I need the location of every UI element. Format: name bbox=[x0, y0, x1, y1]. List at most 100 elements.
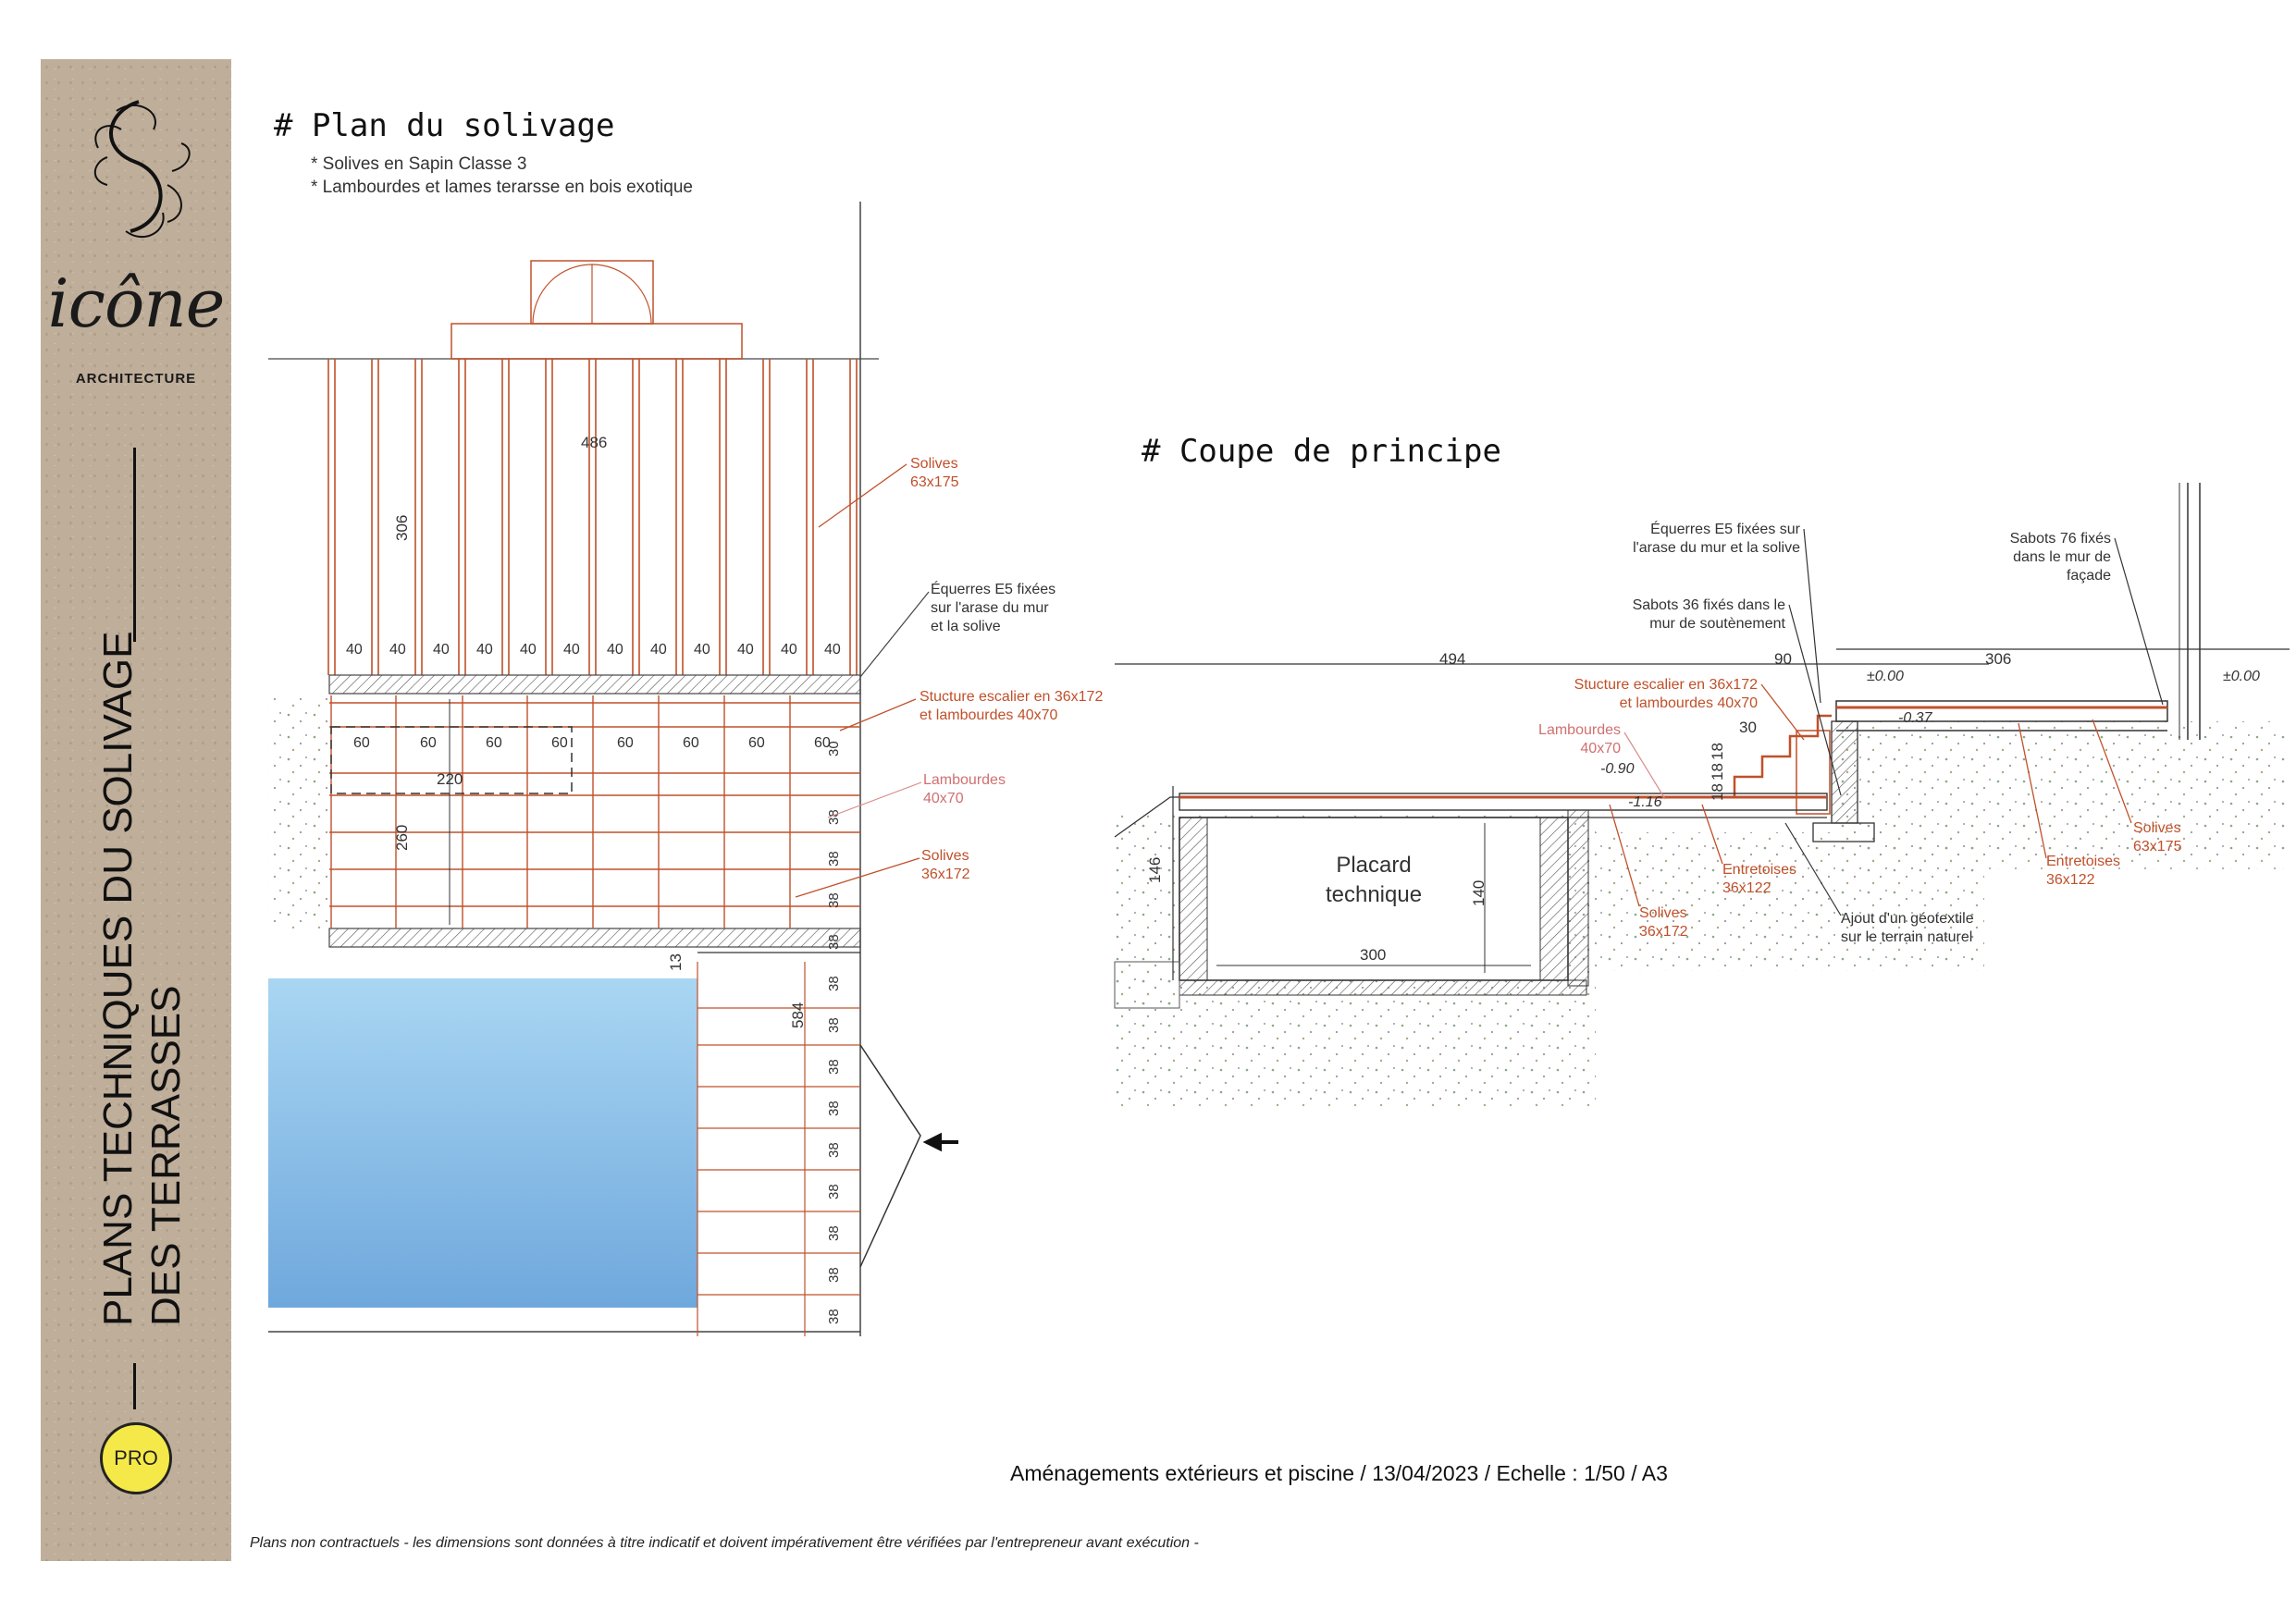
coupe-dim-306: 306 bbox=[1985, 650, 2011, 668]
coupe-label-solives-1: Solives bbox=[1639, 905, 1687, 921]
coupe-label-sabots36-1: Sabots 36 fixés dans le bbox=[1633, 597, 1786, 613]
sidebar: icône ARCHITECTURE PLANS TECHNIQUES DU S… bbox=[41, 59, 231, 1561]
dims-40-row: 40 40 40 40 40 40 40 40 40 40 40 40 bbox=[346, 642, 841, 658]
dim-40: 40 bbox=[781, 642, 797, 658]
dim-40: 40 bbox=[607, 642, 623, 658]
coupe-label-solives-r1: Solives bbox=[2133, 820, 2181, 836]
footer-caption: Aménagements extérieurs et piscine / 13/… bbox=[1010, 1461, 1668, 1485]
dim-486: 486 bbox=[581, 434, 607, 451]
coupe-title: # Coupe de principe bbox=[1142, 433, 1501, 470]
coupe-dim-18b: 18 bbox=[1709, 763, 1726, 781]
dim-60: 60 bbox=[486, 735, 502, 751]
placard-label-1: Placard bbox=[1336, 853, 1411, 878]
plan-label-solives-mid-1: Solives bbox=[921, 848, 969, 864]
plan-label-solives-mid-2: 36x172 bbox=[921, 867, 970, 882]
coupe-label-sabots76-1: Sabots 76 fixés bbox=[2010, 531, 2111, 547]
hand-drawn-hands-logo-icon bbox=[93, 100, 191, 238]
plan-label-solives-top-2: 63x175 bbox=[910, 474, 959, 490]
coupe-label-solives-2: 36x172 bbox=[1639, 924, 1688, 940]
plan-note-1: * Solives en Sapin Classe 3 bbox=[311, 154, 527, 174]
plan-label-stucture-2: et lambourdes 40x70 bbox=[920, 707, 1058, 723]
dims-60-row: 60 60 60 60 60 60 60 60 bbox=[353, 735, 831, 751]
divider-line bbox=[133, 448, 136, 642]
dim-38: 38 bbox=[826, 1225, 842, 1241]
dim-60: 60 bbox=[683, 735, 699, 751]
dim-40: 40 bbox=[346, 642, 363, 658]
coupe-label-lambourdes-2: 40x70 bbox=[1580, 741, 1621, 756]
coupe-dim-90: 90 bbox=[1774, 650, 1792, 668]
coupe-dim-18: 18 bbox=[1709, 783, 1726, 801]
coupe-label-geotextile-2: sur le terrain naturel bbox=[1841, 929, 1972, 945]
disclaimer: Plans non contractuels - les dimensions … bbox=[250, 1535, 1199, 1551]
dim-40: 40 bbox=[520, 642, 537, 658]
dim-60: 60 bbox=[617, 735, 634, 751]
upper-joists bbox=[327, 359, 858, 675]
dim-60: 60 bbox=[551, 735, 568, 751]
coupe-label-sabots36-2: mur de soutènement bbox=[1649, 616, 1785, 632]
coupe-dim-18c: 18 bbox=[1709, 743, 1726, 760]
dims-38-col: 30 38 38 38 38 38 38 38 38 38 38 38 38 3… bbox=[826, 741, 842, 1324]
plan-label-stucture-1: Stucture escalier en 36x172 bbox=[920, 689, 1103, 705]
dim-60: 60 bbox=[353, 735, 370, 751]
coupe-label-entretoises-2: 36x122 bbox=[1722, 880, 1771, 896]
dim-60: 60 bbox=[748, 735, 765, 751]
dim-38: 38 bbox=[826, 1267, 842, 1283]
coupe-dim-30: 30 bbox=[1739, 719, 1757, 736]
coupe-label-equerres-2: l'arase du mur et la solive bbox=[1633, 540, 1800, 556]
coupe-label-entretoises-r2: 36x122 bbox=[2046, 872, 2095, 888]
brand-name: icône bbox=[47, 264, 226, 342]
level-0b: ±0.00 bbox=[2223, 669, 2260, 684]
plan-label-lambourdes-1: Lambourdes bbox=[923, 772, 1006, 788]
level-0a: ±0.00 bbox=[1867, 669, 1904, 684]
coupe-dim-146: 146 bbox=[1146, 857, 1164, 883]
plan-label-equerres-1: Équerres E5 fixées bbox=[931, 580, 1055, 597]
placard-label-2: technique bbox=[1326, 882, 1422, 907]
dim-38: 38 bbox=[826, 1017, 842, 1033]
dim-306: 306 bbox=[393, 515, 411, 541]
dim-220: 220 bbox=[437, 770, 463, 788]
plan-note-2: * Lambourdes et lames terarsse en bois e… bbox=[311, 178, 693, 197]
dim-40: 40 bbox=[563, 642, 580, 658]
dim-38: 38 bbox=[826, 1309, 842, 1324]
dim-38: 38 bbox=[826, 892, 842, 908]
dim-40: 40 bbox=[433, 642, 450, 658]
divider-line bbox=[133, 1363, 136, 1409]
dim-38: 38 bbox=[826, 934, 842, 950]
dim-38: 38 bbox=[826, 1100, 842, 1116]
pool bbox=[268, 978, 697, 1308]
coupe-dim-140: 140 bbox=[1470, 880, 1487, 906]
plan-label-lambourdes-2: 40x70 bbox=[923, 791, 964, 806]
dim-40: 40 bbox=[694, 642, 710, 658]
dim-40: 40 bbox=[824, 642, 841, 658]
dim-30: 30 bbox=[826, 741, 842, 756]
coupe-label-stucture-2: et lambourdes 40x70 bbox=[1620, 695, 1759, 711]
dim-260: 260 bbox=[393, 825, 411, 851]
coupe-label-equerres-1: Équerres E5 fixées sur bbox=[1650, 520, 1801, 537]
plan-title: # Plan du solivage bbox=[274, 107, 615, 144]
coupe-label-sabots76-3: façade bbox=[2067, 568, 2111, 584]
stairs bbox=[1733, 714, 1832, 815]
coupe-label-sabots76-2: dans le mur de bbox=[2013, 549, 2111, 565]
coupe-dim-300: 300 bbox=[1360, 946, 1386, 964]
brand-subtitle: ARCHITECTURE bbox=[75, 371, 197, 387]
plan-label-equerres-2: sur l'arase du mur bbox=[931, 600, 1049, 616]
pro-badge: PRO bbox=[100, 1422, 172, 1494]
plan-label-solives-top-1: Solives bbox=[910, 456, 958, 472]
dim-38: 38 bbox=[826, 976, 842, 991]
dim-40: 40 bbox=[737, 642, 754, 658]
dim-38: 38 bbox=[826, 1142, 842, 1158]
dim-40: 40 bbox=[389, 642, 406, 658]
dim-38: 38 bbox=[826, 1184, 842, 1199]
plan-label-equerres-3: et la solive bbox=[931, 619, 1001, 634]
coupe-label-solives-r2: 63x175 bbox=[2133, 839, 2182, 855]
mid-joists bbox=[329, 695, 860, 928]
coupe-dim-494: 494 bbox=[1439, 650, 1465, 668]
coupe-label-entretoises-1: Entretoises bbox=[1722, 862, 1796, 878]
dim-60: 60 bbox=[420, 735, 437, 751]
coupe-label-lambourdes-1: Lambourdes bbox=[1538, 722, 1621, 738]
dim-13: 13 bbox=[667, 953, 685, 971]
dim-38: 38 bbox=[826, 1059, 842, 1075]
dim-60: 60 bbox=[814, 735, 831, 751]
kraft-texture bbox=[41, 59, 231, 1561]
